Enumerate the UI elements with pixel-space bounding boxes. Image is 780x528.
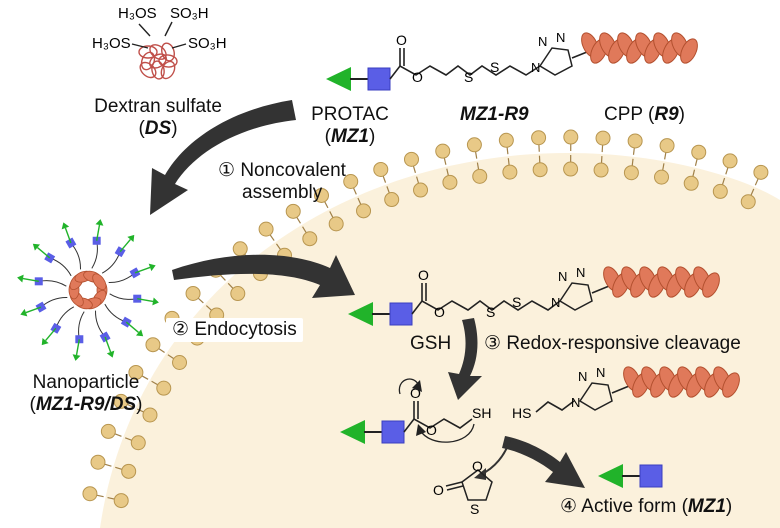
paren: (	[324, 126, 331, 147]
paren: (	[648, 104, 655, 125]
dextran-sulfate-icon: H₃OS SO₃H H₃OS SO₃H	[92, 5, 227, 80]
ds-group-3: H₃OS	[92, 35, 131, 52]
cpp-abbr: R9	[654, 104, 679, 125]
lactone-carbonyl-o: O	[433, 482, 444, 498]
ds-abbr: DS	[144, 118, 172, 139]
gsh-label: GSH	[410, 333, 452, 354]
step4-abbr: MZ1	[687, 496, 726, 517]
ds-group-1: H₃OS	[118, 5, 157, 22]
vhl-ligand-icon-2	[348, 302, 373, 326]
paren: (	[681, 496, 688, 517]
linker-square-icon-4	[639, 464, 663, 488]
triazole-n3: N	[556, 30, 565, 45]
cell-interior	[100, 153, 780, 528]
ring-o: O	[472, 458, 483, 474]
cpp-helix-icon	[581, 32, 698, 64]
oxathiolanone-byproduct: O O S	[433, 458, 493, 517]
cleaved-cpp-fragment: HS N N N	[512, 365, 740, 421]
triazole-n1: N	[531, 60, 540, 75]
carbonyl-o-3: O	[410, 385, 421, 401]
paren: (	[138, 118, 145, 139]
lipid-bilayer	[82, 129, 769, 509]
ring-s: S	[470, 501, 479, 517]
paren: )	[678, 104, 685, 125]
paren: )	[171, 118, 178, 139]
cpp-name: CPP	[604, 104, 643, 125]
triazole-n3-2: N	[576, 265, 585, 280]
ester-o-2: O	[434, 304, 445, 320]
protac-name: PROTAC	[311, 104, 389, 125]
triazole-n1-3: N	[571, 395, 580, 410]
conjugate-label: MZ1-R9	[460, 104, 529, 125]
paren: )	[725, 496, 733, 517]
vhl-ligand-icon-4	[598, 464, 623, 488]
arrow-endocytosis	[172, 254, 355, 298]
nanoparticle-abbr: MZ1-R9/DS	[35, 394, 137, 415]
triazole-n1-2: N	[551, 295, 560, 310]
nanoparticle-icon	[17, 219, 159, 361]
disulfide-s1: S	[464, 69, 473, 85]
step2-text: Endocytosis	[194, 319, 297, 340]
cleaved-protac-thiol: O O SH	[340, 378, 491, 444]
disulfide-s2-2: S	[512, 294, 521, 310]
carbonyl-o-2: O	[418, 267, 429, 283]
active-mz1	[598, 464, 663, 488]
ester-o-3: O	[426, 422, 437, 438]
arrow-assembly	[150, 100, 296, 215]
thiol-hs: HS	[512, 405, 531, 421]
cpp-helix-icon-2	[603, 266, 720, 298]
thiol-sh: SH	[472, 405, 491, 421]
linker-square-icon-3	[381, 420, 405, 444]
paren: (	[29, 394, 36, 415]
nanoparticle-name: Nanoparticle	[32, 372, 140, 393]
step4-marker: ④	[560, 496, 578, 517]
conjugate-cell: O O S S N N N	[348, 265, 720, 326]
step1-label: ① Noncovalent assembly	[218, 160, 346, 204]
ester-o: O	[412, 69, 423, 85]
vhl-ligand-icon-3	[340, 420, 365, 444]
disulfide-s1-2: S	[486, 304, 495, 320]
linker-square-icon-2	[389, 302, 413, 326]
step2-marker: ②	[172, 319, 190, 340]
paren: )	[136, 394, 143, 415]
step3-marker: ③	[484, 333, 502, 354]
cpp-helix-icon-3	[623, 366, 740, 398]
triazole-n2: N	[538, 34, 547, 49]
triazole-n3-3: N	[596, 365, 605, 380]
step4-text: Active form	[581, 496, 677, 517]
vhl-ligand-icon	[326, 67, 351, 91]
step1-text: Noncovalent	[240, 160, 346, 181]
arrow-cleavage	[448, 318, 482, 400]
protac-abbr: MZ1	[330, 126, 369, 147]
step2-label: ② Endocytosis	[166, 318, 303, 342]
step4-label: ④ Active form (MZ1)	[560, 496, 732, 518]
ds-label: Dextran sulfate (DS)	[94, 96, 222, 140]
nanoparticle-label: Nanoparticle (MZ1-R9/DS)	[30, 372, 143, 416]
disulfide-s2: S	[490, 59, 499, 75]
carbonyl-o: O	[396, 32, 407, 48]
step1-marker: ①	[218, 160, 236, 181]
step3-label: ③ Redox-responsive cleavage	[484, 333, 741, 355]
step1-text2: assembly	[242, 182, 323, 203]
protac-label: PROTAC (MZ1)	[311, 104, 389, 148]
cpp-label: CPP (R9)	[604, 104, 685, 126]
arrow-release	[502, 436, 585, 488]
linker-square-icon	[367, 67, 391, 91]
conjugate-top: O O S S N N N	[326, 30, 698, 91]
triazole-n2-3: N	[578, 369, 587, 384]
ds-group-2: SO₃H	[170, 5, 209, 22]
triazole-n2-2: N	[558, 269, 567, 284]
ds-group-4: SO₃H	[188, 35, 227, 52]
ds-name: Dextran sulfate	[94, 96, 222, 117]
paren: )	[368, 126, 376, 147]
step3-text: Redox-responsive cleavage	[506, 333, 741, 354]
